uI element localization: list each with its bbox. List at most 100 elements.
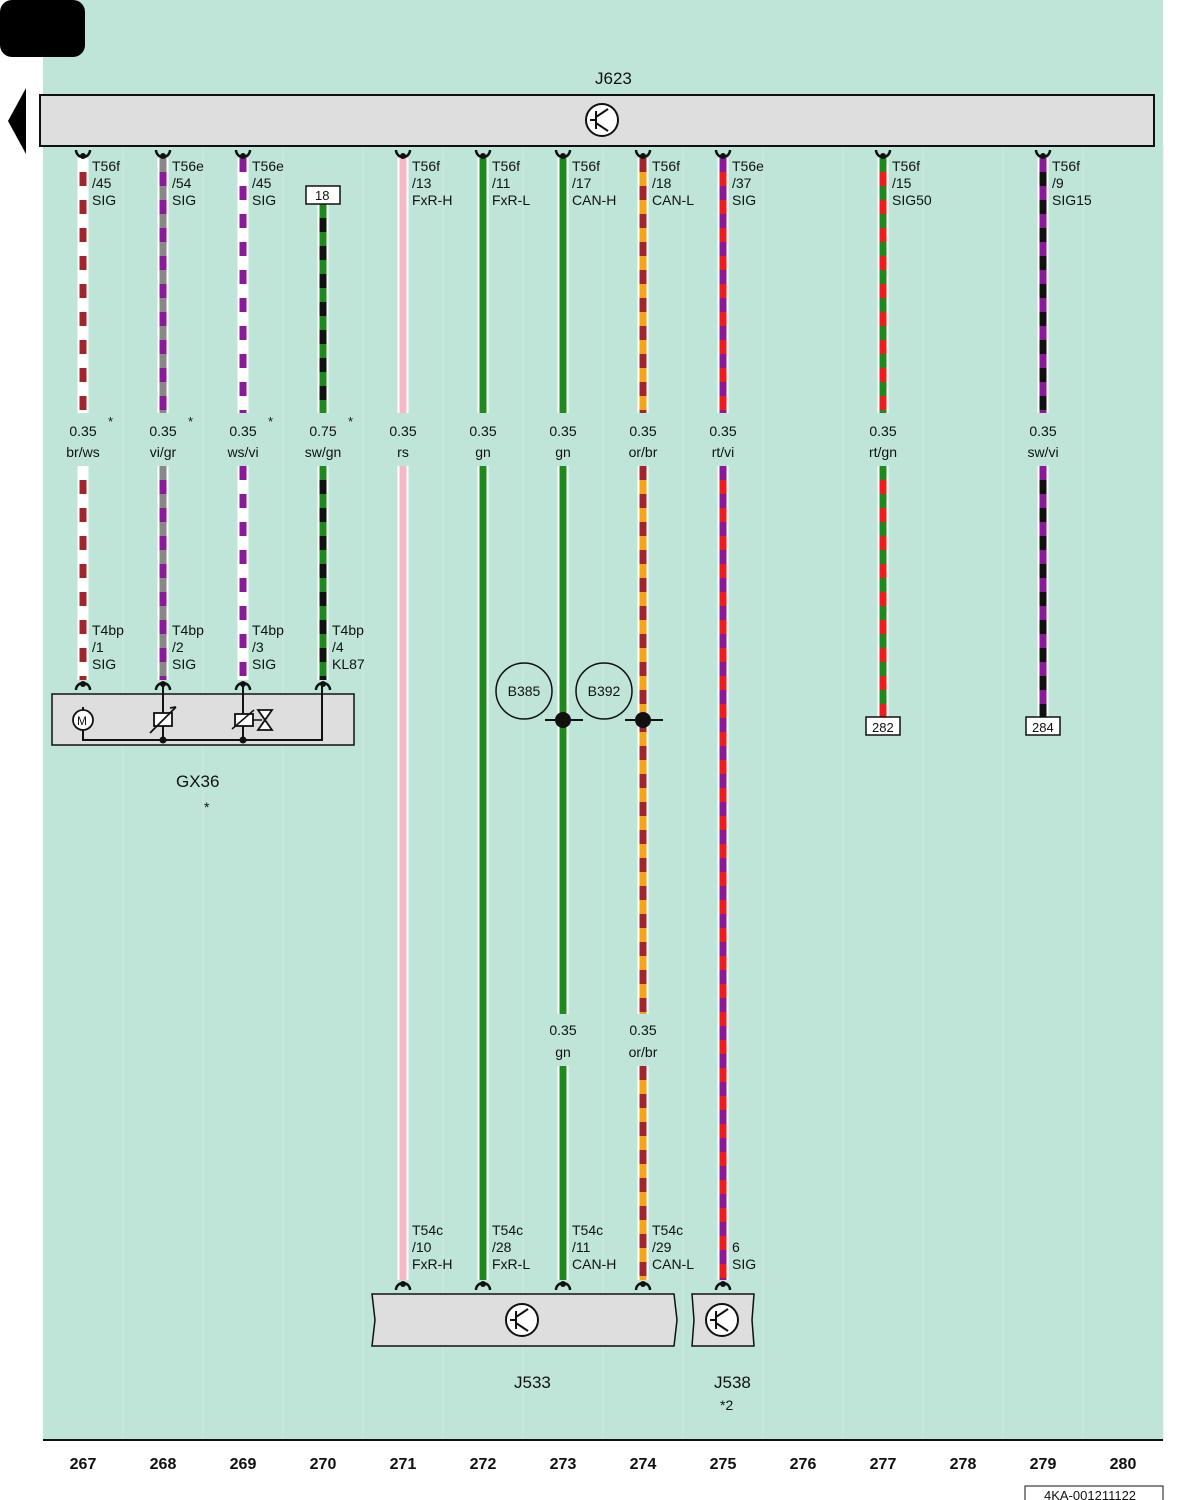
wire-top-pin: SIG [92,192,116,208]
wires-layer: T56f/45SIG0.35br/ws*T4bp/1SIGT56e/54SIG0… [66,149,1092,1291]
gateway-j533[interactable] [371,1293,678,1347]
wire-bottom-pin: /1 [92,639,104,655]
wire-top-pin: FxR-L [492,192,530,208]
wire-top-pin: T56f [1052,158,1080,174]
wire-top-pin: /54 [172,175,192,191]
wire-size: 0.35 [1029,423,1056,439]
wire-top-pin: T56f [412,158,440,174]
column-number: 280 [1110,1456,1137,1473]
wire-star: * [188,414,193,429]
module-j538-label: J538 [714,1373,751,1392]
wire-size: 0.35 [549,423,576,439]
transistor-icon [705,1303,739,1337]
wire-top-pin: SIG50 [892,192,932,208]
column-number: 275 [710,1456,737,1473]
wire-bottom-pin: T4bp [172,622,204,638]
wire-bottom-pin: /4 [332,639,344,655]
wire-top-pin: CAN-L [652,192,694,208]
column-number: 267 [70,1456,97,1473]
transistor-icon [585,103,619,137]
wire-size: 0.35 [709,423,736,439]
wire-top-pin: /37 [732,175,752,191]
wire-size: 0.75 [309,423,336,439]
wire-bottom-pin: KL87 [332,656,365,672]
wire-size: 0.35 [69,423,96,439]
wire-top-pin: T56f [92,158,120,174]
component-gx36[interactable]: M [51,685,355,746]
column-number: 269 [230,1456,257,1473]
column-number: 268 [150,1456,177,1473]
wire-color-code: vi/gr [150,444,177,460]
reference-box [865,716,901,736]
reference-box [305,185,341,205]
wire-star: * [268,414,273,429]
column-number: 271 [390,1456,417,1473]
wire-bottom-pin: /10 [412,1239,432,1255]
motor-icon: M [72,709,94,731]
wire-bottom-pin: CAN-H [572,1256,616,1272]
wire-size-lower: 0.35 [629,1022,656,1038]
splice-point [555,712,571,728]
wire-size: 0.35 [229,423,256,439]
wire-bottom-pin: SIG [92,656,116,672]
wire-top-pin: /15 [892,175,912,191]
wire-bottom-pin: SIG [732,1256,756,1272]
wire-color-code-lower: gn [555,1044,571,1060]
wire-top-pin: T56f [892,158,920,174]
wire-top-pin: SIG [732,192,756,208]
wire-bottom-pin: CAN-L [652,1256,694,1272]
wire-top-pin: /45 [92,175,112,191]
wire-color-code: rs [397,444,409,460]
wire-bottom-pin: T54c [652,1222,683,1238]
wire-star: * [348,414,353,429]
page-tab[interactable] [0,0,85,57]
wire-color-code-lower: or/br [629,1044,658,1060]
wire-color-code: sw/vi [1027,444,1058,460]
junction-label: B385 [508,683,541,699]
wire-top-pin: T56f [572,158,600,174]
variable-resistor-icon [149,706,177,734]
column-gridlines [122,146,1164,1440]
wire-bottom-pin: /3 [252,639,264,655]
wire-bottom-pin: FxR-H [412,1256,452,1272]
wire-color-code: br/ws [66,444,99,460]
wire-top-pin: SIG [172,192,196,208]
wire-size: 0.35 [629,423,656,439]
wire-top-pin: T56f [652,158,680,174]
wire-bottom-pin: T4bp [252,622,284,638]
wire-size: 0.35 [149,423,176,439]
wire-bottom-pin: T4bp [92,622,124,638]
transistor-icon [505,1303,539,1337]
wire-top-pin: FxR-H [412,192,452,208]
wire-top-pin: T56e [732,158,764,174]
previous-page-arrow-icon[interactable] [8,88,26,154]
solenoid-valve-icon [231,709,274,731]
column-number: 272 [470,1456,497,1473]
splice-point [635,712,651,728]
wire-color-code: or/br [629,444,658,460]
wire-bottom-pin: /29 [652,1239,672,1255]
junction-label: B392 [588,683,621,699]
module-j538[interactable] [691,1293,755,1347]
wire-color-code: gn [475,444,491,460]
wire-bottom-ref: 284 [1032,720,1054,735]
wire-bottom-pin: T54c [572,1222,603,1238]
wire-top-pin: T56e [172,158,204,174]
gx36-label: GX36 [176,772,219,791]
wire-top-pin: /17 [572,175,592,191]
wire-bottom-pin: /28 [492,1239,512,1255]
wire-size: 0.35 [869,423,896,439]
